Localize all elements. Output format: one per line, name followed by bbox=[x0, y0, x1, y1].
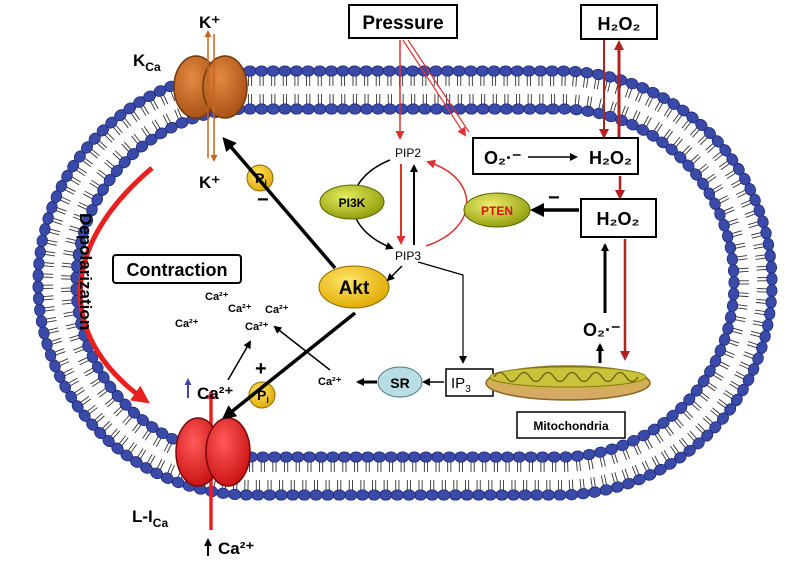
sr-node bbox=[377, 366, 423, 398]
mitochondria-label-box bbox=[516, 411, 626, 439]
pip3-to-akt-arrow bbox=[386, 265, 403, 282]
h2o2-mid-label: H₂O₂ bbox=[589, 148, 632, 168]
pip3-to-ip3-arrow bbox=[417, 261, 467, 364]
ip3-label: IP3 bbox=[451, 375, 471, 395]
ca-to-cluster-arrow bbox=[227, 340, 252, 381]
sr-ca-to-cluster-arrow bbox=[273, 325, 331, 371]
ca-outside-label: Ca²⁺ bbox=[218, 539, 254, 558]
pressure-to-superoxide-arrow-a bbox=[402, 39, 467, 137]
pten-minus-sign: − bbox=[548, 187, 560, 209]
ca-cluster-5: Ca²⁺ bbox=[245, 321, 269, 333]
h2o2-pten-label: H₂O₂ bbox=[597, 209, 640, 229]
k-ion-bottom-label: K⁺ bbox=[199, 173, 220, 192]
pressure-to-superoxide-arrow-b bbox=[407, 39, 470, 133]
pressure-box bbox=[348, 4, 458, 39]
ca-cluster-1: Ca²⁺ bbox=[205, 291, 229, 303]
akt-inhibits-kca-arrow bbox=[222, 136, 337, 270]
pten-label: PTEN bbox=[481, 204, 513, 218]
sr-label: SR bbox=[390, 375, 409, 391]
ca-cluster-4: Ca²⁺ bbox=[175, 318, 199, 330]
lica-plus-sign: + bbox=[255, 358, 267, 380]
k-ion-top-label: K⁺ bbox=[199, 13, 220, 32]
pip3-label: PIP3 bbox=[395, 249, 421, 263]
pi3k-label: PI3K bbox=[339, 196, 366, 210]
pi3k-node bbox=[319, 184, 385, 220]
akt-activates-lica-arrow bbox=[221, 311, 357, 420]
contraction-box bbox=[112, 254, 242, 284]
kca-label: KCa bbox=[133, 51, 161, 74]
ip3-box bbox=[445, 368, 494, 397]
superoxide-to-h2o2-box bbox=[472, 137, 639, 175]
sr-ca-label: Ca²⁺ bbox=[318, 376, 342, 388]
akt-node bbox=[318, 265, 390, 309]
mitochondria bbox=[485, 365, 651, 401]
lica-label: L-ICa bbox=[132, 507, 168, 530]
h2o2-top-box bbox=[580, 4, 658, 40]
h2o2-top-label: H₂O₂ bbox=[598, 14, 641, 34]
h2o2-pten-box bbox=[580, 198, 657, 238]
ca-inside-label: Ca²⁺ bbox=[197, 384, 233, 403]
kca-minus-sign: − bbox=[257, 189, 269, 211]
depolarization-label: Depolarization bbox=[76, 213, 95, 330]
ca-cluster-3: Ca²⁺ bbox=[265, 304, 289, 316]
pten-conversion-arc bbox=[425, 159, 468, 247]
mitochondria-label: Mitochondria bbox=[533, 419, 609, 433]
pressure-label: Pressure bbox=[362, 13, 443, 34]
contraction-label: Contraction bbox=[127, 260, 228, 280]
phosphate-badge-bottom: Pi bbox=[248, 381, 276, 409]
depolarization-arrow bbox=[77, 166, 154, 404]
lica-channel-right-subunit bbox=[205, 417, 251, 487]
kca-channel-right-subunit bbox=[202, 55, 248, 119]
pip2-label: PIP2 bbox=[395, 146, 421, 160]
akt-label: Akt bbox=[339, 278, 370, 299]
membrane-outer-leaflet bbox=[32, 65, 778, 501]
kca-channel bbox=[173, 30, 248, 162]
mito-superoxide-label: O₂·⁻ bbox=[583, 320, 621, 340]
l-type-ca-channel bbox=[175, 390, 251, 530]
superoxide-label: O₂·⁻ bbox=[484, 148, 522, 168]
ca-cluster-2: Ca²⁺ bbox=[228, 303, 252, 315]
svg-text:Pi: Pi bbox=[257, 387, 269, 405]
